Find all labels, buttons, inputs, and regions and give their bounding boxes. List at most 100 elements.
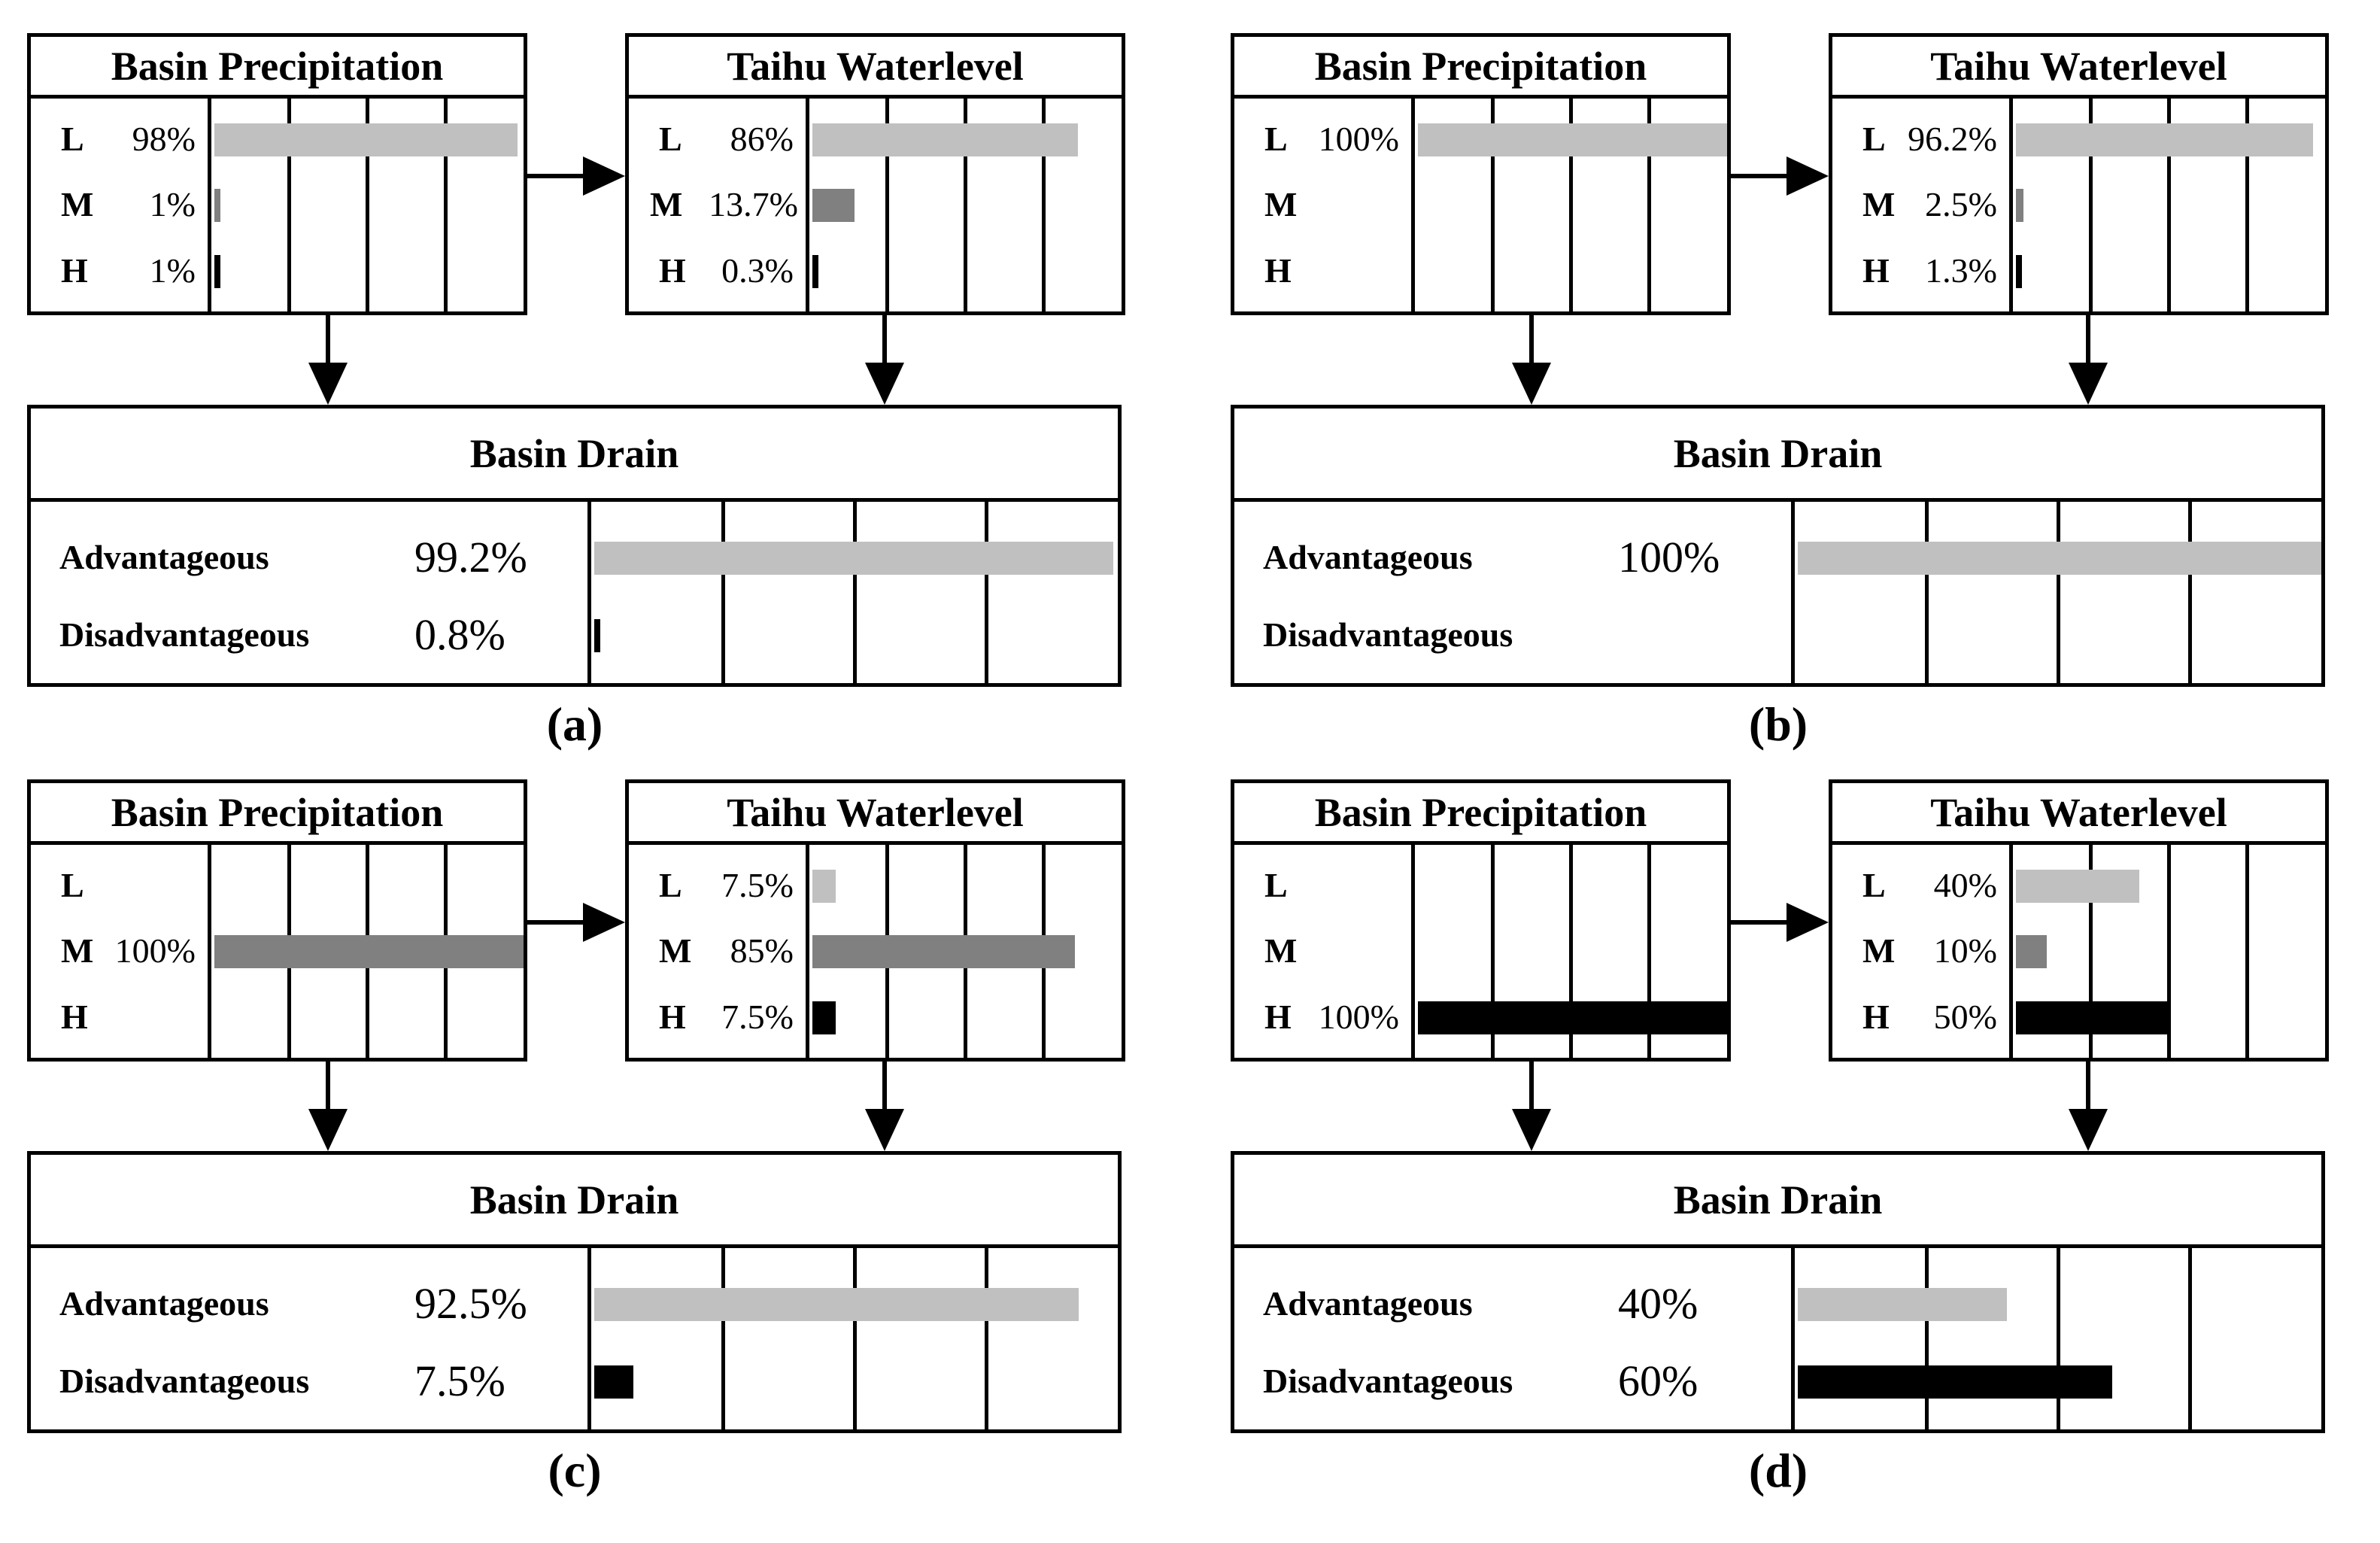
grid-line xyxy=(2167,845,2171,1058)
state-label-h: H xyxy=(1264,251,1292,290)
arrow-waterlevel-to-drain xyxy=(2069,1062,2108,1151)
arrow-head xyxy=(2069,1109,2108,1151)
state-label-l: L xyxy=(61,866,84,904)
grid-line xyxy=(1569,845,1573,1058)
arrow-precipitation-to-waterlevel xyxy=(1731,903,1829,942)
state-label-m: M xyxy=(650,185,683,223)
grid-line xyxy=(2056,1248,2060,1429)
state-label-l: L xyxy=(1264,866,1288,904)
probability-bar-h xyxy=(214,255,220,288)
probability-bar-m xyxy=(214,189,220,222)
state-percent-m: 13.7% xyxy=(709,185,798,223)
state-percent-m: 2.5% xyxy=(1925,185,1997,223)
bar-area xyxy=(211,845,524,1058)
grid-line xyxy=(2245,845,2249,1058)
grid-line xyxy=(984,502,988,683)
panel-label: (a) xyxy=(546,697,603,751)
state-percent-h: 1.3% xyxy=(1925,251,1997,290)
probability-bar-l xyxy=(812,123,1079,156)
probability-bar-l xyxy=(812,870,836,903)
state-label-h: H xyxy=(659,998,686,1036)
state-percent-m: 10% xyxy=(1933,931,1997,970)
node-title: Basin Precipitation xyxy=(1234,783,1727,845)
state-label-l: L xyxy=(659,120,682,158)
state-label-m: M xyxy=(1264,931,1298,970)
bar-area xyxy=(1415,99,1727,311)
state-label-l: L xyxy=(1264,120,1288,158)
bar-area xyxy=(809,99,1122,311)
bar-area xyxy=(2013,99,2325,311)
probability-bar-h xyxy=(812,255,818,288)
grid-line xyxy=(2187,502,2192,683)
state-label-h: H xyxy=(1264,998,1292,1036)
state-percent-l: 86% xyxy=(730,120,794,158)
state-label-l: L xyxy=(1862,866,1886,904)
state-label-h: H xyxy=(61,998,88,1036)
state-label-disadvantageous: Disadvantageous xyxy=(1263,1362,1513,1400)
state-label-h: H xyxy=(1862,251,1890,290)
arrow-precipitation-to-drain xyxy=(1512,1062,1551,1151)
bar-area xyxy=(211,99,524,311)
arrow-head xyxy=(308,363,348,405)
state-percent-disadvantageous: 60% xyxy=(1618,1356,1698,1405)
state-label-l: L xyxy=(61,120,84,158)
probability-bar-m xyxy=(214,935,524,968)
arrow-waterlevel-to-drain xyxy=(865,1062,904,1151)
state-percent-h: 100% xyxy=(1318,998,1399,1036)
grid-line xyxy=(443,99,448,311)
probability-bar-h xyxy=(2016,255,2022,288)
arrow-waterlevel-to-drain xyxy=(2069,315,2108,405)
state-percent-h: 7.5% xyxy=(721,998,794,1036)
state-label-h: H xyxy=(61,251,88,290)
probability-bar-advantageous xyxy=(594,542,1114,575)
grid-line xyxy=(1491,99,1495,311)
node-title: Taihu Waterlevel xyxy=(1832,37,2325,99)
state-label-advantageous: Advantageous xyxy=(59,538,269,576)
grid-line xyxy=(366,99,369,311)
state-percent-h: 50% xyxy=(1933,998,1997,1036)
arrow-head xyxy=(1787,903,1829,942)
state-percent-advantageous: 40% xyxy=(1618,1279,1698,1328)
arrow-precipitation-to-drain xyxy=(308,315,348,405)
probability-bar-m xyxy=(2016,935,2048,968)
arrow-head xyxy=(1512,1109,1551,1151)
bar-area xyxy=(1415,845,1727,1058)
grid-line xyxy=(852,1248,857,1429)
bar-area xyxy=(809,845,1122,1058)
bar-area xyxy=(2013,845,2325,1058)
probability-bar-l xyxy=(2016,870,2140,903)
probability-bar-m xyxy=(2016,189,2024,222)
state-percent-l: 98% xyxy=(132,120,196,158)
node-title: Basin Precipitation xyxy=(31,783,524,845)
bar-area xyxy=(591,502,1118,683)
arrow-head xyxy=(865,363,904,405)
panel-label: (d) xyxy=(1748,1444,1808,1497)
state-percent-h: 1% xyxy=(149,251,196,290)
state-percent-advantageous: 92.5% xyxy=(414,1279,527,1328)
probability-bar-m xyxy=(812,189,855,222)
state-label-m: M xyxy=(61,185,94,223)
grid-line xyxy=(721,502,725,683)
state-percent-disadvantageous: 7.5% xyxy=(414,1356,505,1405)
state-percent-h: 0.3% xyxy=(721,251,794,290)
grid-line xyxy=(2089,99,2093,311)
probability-bar-advantageous xyxy=(594,1288,1079,1321)
panel-label: (c) xyxy=(548,1444,602,1497)
state-label-disadvantageous: Disadvantageous xyxy=(59,1362,310,1400)
bar-area xyxy=(1795,1248,2321,1429)
grid-line xyxy=(1041,99,1046,311)
